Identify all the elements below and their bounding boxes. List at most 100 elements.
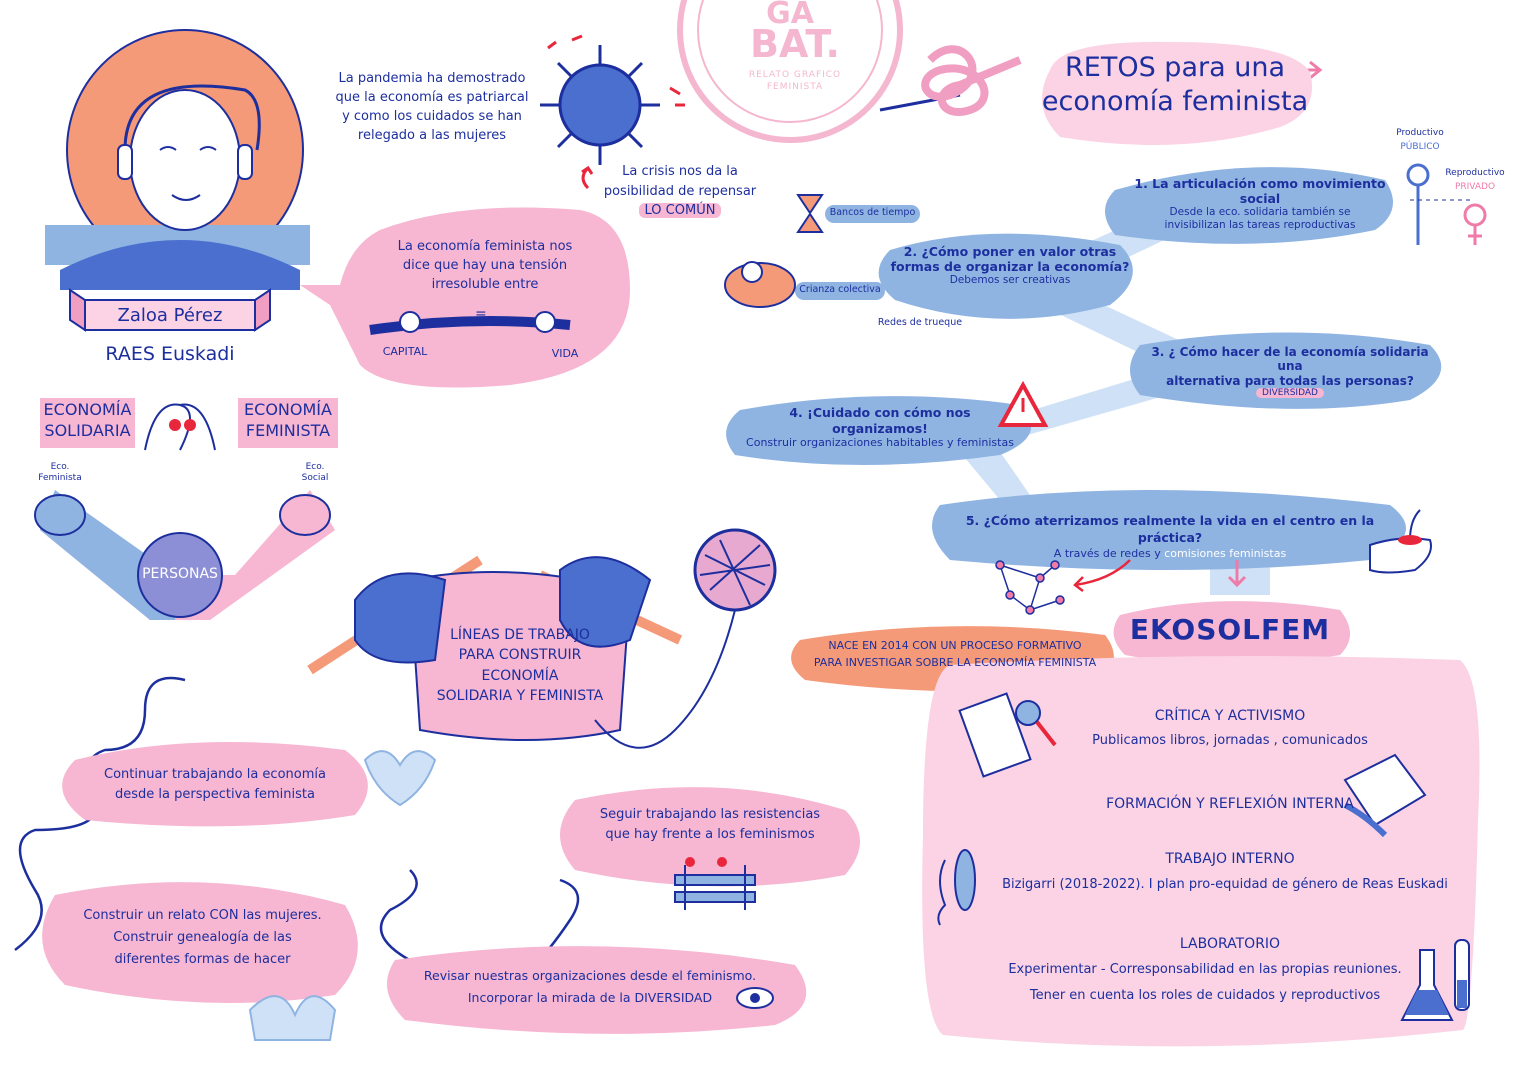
line-item-2: Construir un relato CON las mujeres. Con… — [60, 905, 345, 971]
reto-sub: A través de redes y comisiones feminista… — [950, 547, 1390, 562]
v-right-label: Eco. Social — [285, 462, 345, 484]
line-item-3: Revisar nuestras organizaciones desde el… — [395, 965, 785, 1009]
virus-icon — [540, 34, 685, 190]
personas-label: PERSONAS — [142, 566, 218, 582]
book-magnifier-icon — [958, 692, 1057, 778]
retos-network — [726, 167, 1442, 595]
reto-sub-part: redes — [1120, 546, 1151, 560]
section-heading-critica: CRÍTICA Y ACTIVISMO — [1154, 708, 1306, 724]
pandemic-line: relegado a las mujeres — [357, 127, 507, 143]
v-label-line: Social — [301, 472, 329, 483]
origin-line: NACE EN 2014 CON UN PROCESO FORMATIVO — [828, 639, 1082, 652]
reto-title: 5. ¿Cómo aterrizamos realmente la vida e… — [965, 513, 1375, 545]
reto-3: 3. ¿ Cómo hacer de la economía solidaria… — [1145, 345, 1435, 399]
blob-item-4 — [560, 787, 860, 887]
privado-label: PRIVADO — [1454, 182, 1496, 192]
mirror-face-icon — [937, 849, 976, 926]
page-title-line2: economía feminista — [1041, 86, 1309, 117]
crisis-line: La crisis nos da la — [622, 164, 738, 179]
example-redes-de-trueque: Redes de trueque — [877, 317, 963, 328]
reto-1: 1. La articulación como movimiento socia… — [1115, 176, 1405, 231]
blob-item-1 — [62, 742, 368, 827]
line-item-text: Continuar trabajando la economía — [104, 767, 326, 782]
tension-line: La economía feminista nos — [397, 239, 573, 254]
hourglass-icon — [796, 194, 824, 233]
svg-text:=: = — [475, 306, 487, 322]
baby-cradle-icon — [724, 261, 796, 308]
reproductivo-label: Reproductivo — [1445, 168, 1505, 178]
hands-heart-icon — [248, 750, 437, 1041]
tension-text: La economía feminista nos dice que hay u… — [375, 238, 595, 295]
crisis-text: La crisis nos da la posibilidad de repen… — [590, 162, 770, 221]
economia-solidaria-label: ECONOMÍA SOLIDARIA — [40, 400, 135, 442]
v-diagram — [34, 490, 335, 620]
low-title-line: ECONOMÍA — [481, 667, 559, 684]
blob-item-3 — [387, 946, 807, 1034]
line-item-text: Construir genealogía de las — [113, 930, 292, 946]
tension-line: dice que hay una tensión — [402, 257, 568, 273]
speaker-name: Zaloa Pérez — [117, 305, 223, 326]
lines-of-work-title: LÍNEAS DE TRABAJO PARA CONSTRUIR ECONOMÍ… — [425, 625, 615, 706]
productivo-label: Productivo — [1396, 128, 1444, 138]
section-heading-trabajo: TRABAJO INTERNO — [1165, 851, 1295, 867]
v-left-label: Eco. Feminista — [30, 462, 90, 484]
pink-down-arrow — [1227, 560, 1247, 588]
reto-sub: Debemos ser creativas — [949, 274, 1071, 286]
line-item-text: desde la perspectiva feminista — [115, 787, 315, 803]
lo-comun-tag: LO COMÚN — [590, 201, 770, 221]
example-crianza-colectiva: Crianza colectiva — [799, 284, 881, 295]
stamp-subtitle: RELATO GRAFICO FEMINISTA — [748, 70, 842, 92]
pandemic-line: que la economía es patriarcal — [335, 89, 529, 105]
vida-label: VIDA — [551, 347, 579, 360]
eye-icon — [736, 987, 774, 1009]
section-body-critica: Publicamos libros, jornadas , comunicado… — [1092, 733, 1368, 748]
eco-line: ECONOMÍA — [244, 400, 332, 419]
v-label-line: Eco. — [50, 462, 70, 472]
tension-bubble — [300, 207, 630, 388]
red-arrow — [1073, 559, 1131, 592]
book-hand-icon — [1343, 753, 1427, 838]
barrier-icon — [674, 857, 756, 910]
line-item-text: Revisar nuestras organizaciones desde el… — [423, 968, 757, 983]
title-blob — [1042, 41, 1312, 145]
line-item-4: Seguir trabajando las resistencias que h… — [580, 805, 840, 845]
lab-flask-icon — [1400, 939, 1470, 1021]
origin-line: PARA INVESTIGAR SOBRE LA ECONOMÍA FEMINI… — [813, 656, 1097, 670]
section-body-laboratorio-1: Experimentar - Corresponsabilidad en las… — [1008, 962, 1402, 977]
pandemic-text: La pandemia ha demostrado que la economí… — [322, 70, 542, 145]
eco-line: SOLIDARIA — [44, 420, 131, 440]
reto-title: formas de organizar la economía? — [890, 259, 1130, 274]
knitting-illustration — [307, 528, 777, 749]
gender-symbols-icon — [1406, 163, 1487, 245]
section-heading-laboratorio: LABORATORIO — [1179, 936, 1281, 952]
crisis-line: posibilidad de repensar — [603, 183, 757, 199]
reto-sub: invisibilizan las tareas reproductivas — [1164, 218, 1356, 231]
reto-title: 1. La articulación como movimiento socia… — [1134, 176, 1386, 206]
line-item-text: Seguir trabajando las resistencias — [599, 807, 821, 822]
example-bancos-de-tiempo: Bancos de tiempo — [829, 207, 916, 218]
low-title-line: SOLIDARIA Y FEMINISTA — [436, 687, 604, 704]
page-title-line1: RETOS para una — [1065, 52, 1285, 83]
reto-2: 2. ¿Cómo poner en valor otras formas de … — [890, 244, 1130, 287]
stamp-seal — [677, 0, 903, 143]
reto-sub: Desde la eco. solidaria también se — [1169, 206, 1351, 218]
section-heading-formacion: FORMACIÓN Y REFLEXIÓN INTERNA — [1106, 796, 1354, 812]
ekosolfem-title-blob — [1113, 601, 1350, 665]
line-item-1: Continuar trabajando la economía desde l… — [80, 765, 350, 805]
rope-icon: = — [369, 306, 571, 335]
blob-item-2 — [42, 882, 358, 1003]
line-item-text: diferentes formas de hacer — [114, 952, 291, 968]
pandemic-line: y como los cuidados se han — [342, 108, 522, 124]
warning-icon — [997, 380, 1049, 427]
reto-sub-part: comisiones feministas — [1164, 546, 1287, 560]
publico-label: PÚBLICO — [1400, 142, 1440, 152]
reto-sub: Construir organizaciones habitables y fe… — [746, 436, 1014, 450]
ekosolfem-panel — [922, 656, 1480, 1047]
plant-hand-icon — [1369, 509, 1432, 574]
line-item-text: Construir un relato CON las mujeres. — [83, 908, 322, 923]
ekosolfem-origin: NACE EN 2014 CON UN PROCESO FORMATIVO PA… — [805, 637, 1105, 671]
line-item-text: que hay frente a los feminismos — [605, 827, 815, 843]
economia-feminista-label: ECONOMÍA FEMINISTA — [238, 400, 338, 442]
low-title-line: LÍNEAS DE TRABAJO — [450, 627, 590, 643]
